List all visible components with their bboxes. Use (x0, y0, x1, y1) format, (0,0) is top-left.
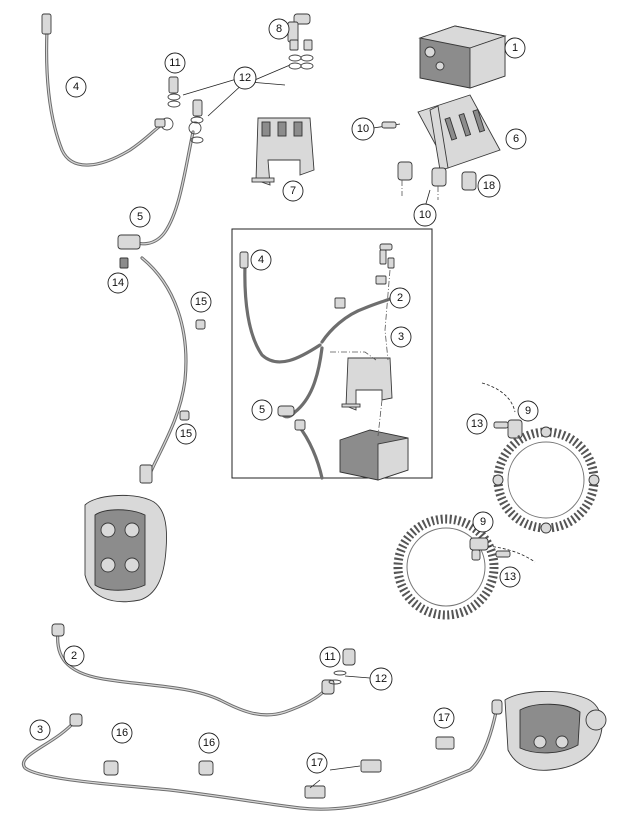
hose-clip-16a (103, 760, 119, 776)
svg-text:5: 5 (259, 404, 265, 416)
callout-5-top: 5 (129, 206, 151, 228)
inset-detail-box (231, 228, 433, 481)
svg-text:8: 8 (276, 23, 282, 35)
callout-2-bottom: 2 (63, 645, 85, 667)
rear-tone-ring (393, 514, 499, 620)
callout-12-bottom: 12 (369, 667, 393, 691)
svg-text:16: 16 (116, 727, 128, 739)
banjo-junction (117, 234, 141, 269)
banjo-bolts-group (167, 64, 291, 144)
svg-text:6: 6 (513, 133, 519, 145)
callout-16-right: 16 (198, 732, 220, 754)
svg-text:2: 2 (397, 292, 403, 304)
svg-text:16: 16 (203, 737, 215, 749)
svg-text:4: 4 (258, 254, 264, 266)
svg-text:10: 10 (357, 123, 369, 135)
brake-line-5 (126, 121, 202, 246)
hose-clip-16b (198, 760, 214, 776)
svg-text:4: 4 (73, 81, 79, 93)
callout-12-top: 12 (233, 66, 257, 90)
clip-15a (195, 319, 206, 330)
front-brake-caliper (84, 495, 167, 603)
valve-bracket-7 (251, 117, 315, 186)
abs-unit-1 (418, 25, 507, 89)
callout-16-left: 16 (111, 722, 133, 744)
callout-14: 14 (107, 272, 129, 294)
fitting-8 (287, 13, 314, 70)
callout-15-bottom: 15 (175, 423, 197, 445)
svg-text:15: 15 (195, 296, 207, 308)
callout-6: 6 (505, 128, 527, 150)
svg-text:14: 14 (112, 277, 124, 289)
svg-text:15: 15 (180, 428, 192, 440)
callout-15-top: 15 (190, 291, 212, 313)
svg-text:11: 11 (324, 651, 335, 663)
svg-text:5: 5 (137, 211, 143, 223)
brake-line-4 (41, 13, 174, 167)
callout-7: 7 (282, 180, 304, 202)
callout-3-bottom: 3 (29, 719, 51, 741)
callout-11-bottom: 11 (319, 646, 341, 668)
rear-brake-line-3 (21, 699, 503, 811)
rear-banjo-bolt (328, 648, 371, 685)
rear-abs-sensor-9 (469, 537, 536, 563)
callout-9-front: 9 (517, 400, 539, 422)
callout-13-front: 13 (466, 413, 488, 435)
svg-text:1: 1 (512, 42, 518, 54)
svg-text:13: 13 (471, 418, 483, 430)
abs-bracket-6 (372, 94, 501, 208)
callout-10-left: 10 (351, 117, 375, 141)
svg-text:3: 3 (398, 331, 404, 343)
front-abs-sensor-9 (481, 382, 523, 439)
svg-text:7: 7 (290, 185, 296, 197)
callout-17-center: 17 (306, 752, 328, 774)
callout-13-rear: 13 (499, 566, 521, 588)
svg-text:13: 13 (504, 571, 516, 583)
callout-9-rear: 9 (472, 511, 494, 533)
callout-2-inset: 2 (389, 287, 411, 309)
svg-text:12: 12 (239, 72, 251, 84)
callout-18: 18 (477, 174, 501, 198)
callout-10-bottom: 10 (413, 203, 437, 227)
hose-clamp-17-group (304, 736, 455, 799)
clip-15b (179, 410, 190, 421)
svg-text:10: 10 (419, 209, 431, 221)
svg-text:11: 11 (169, 57, 180, 69)
front-caliper-line (139, 256, 188, 484)
callout-3-inset: 3 (390, 326, 412, 348)
callout-8: 8 (268, 18, 290, 40)
svg-text:2: 2 (71, 650, 77, 662)
callout-5-inset: 5 (251, 399, 273, 421)
svg-text:12: 12 (375, 673, 387, 685)
svg-text:9: 9 (480, 516, 486, 528)
callout-4-inset: 4 (250, 249, 272, 271)
rear-brake-caliper (504, 691, 607, 771)
svg-text:17: 17 (311, 757, 323, 769)
callout-11-top: 11 (164, 52, 186, 74)
front-tone-ring (492, 426, 600, 534)
callout-17-right: 17 (433, 707, 455, 729)
callout-1: 1 (504, 37, 526, 59)
svg-text:17: 17 (438, 712, 450, 724)
callout-4-top: 4 (65, 76, 87, 98)
svg-text:9: 9 (525, 405, 531, 417)
svg-text:18: 18 (483, 180, 495, 192)
svg-text:3: 3 (37, 724, 43, 736)
rear-brake-line-2 (51, 623, 335, 717)
